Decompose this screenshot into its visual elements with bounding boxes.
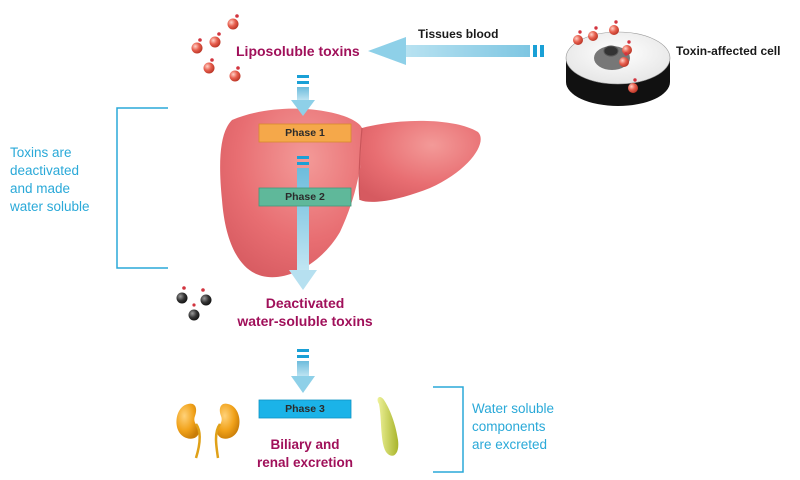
left-bracket [116,107,168,269]
toxin-cell-label: Toxin-affected cell [676,44,781,58]
gallbladder-icon [377,397,399,456]
toxin-molecule-icon [191,38,203,54]
toxin-molecule-icon [619,52,629,67]
toxin-molecule-icon [227,14,239,30]
phase1-label: Phase 1 [285,127,325,139]
left-annotation-line: deactivated [10,163,80,178]
phase3-label: Phase 3 [285,403,325,415]
cell-icon [565,20,671,106]
toxin-molecule-icon [609,20,619,35]
deactivated-molecule-icon [176,286,188,304]
liposoluble-label: Liposoluble toxins [236,43,360,59]
right-annotation: Water soluble components are excreted [472,400,554,454]
left-annotation-line: Toxins are [10,145,72,160]
arrow-to-phase1 [291,75,315,116]
deactivated-line1: Deactivated [265,295,345,311]
tissues-arrow [368,37,544,65]
phase1-box [258,123,352,143]
toxin-molecule-icon [628,78,638,93]
deactivated-molecules-cluster [176,286,212,321]
toxin-molecule-icon [622,40,632,55]
kidney-icon [176,403,201,459]
right-annotation-line: Water soluble [472,401,555,416]
phase2-box [258,187,352,207]
left-annotation-line: and made [10,181,71,196]
right-bracket [433,386,464,473]
right-annotation-line: components [472,419,546,434]
kidney-icon [214,403,240,459]
excretion-line1: Biliary and [270,437,340,452]
tissues-blood-label: Tissues blood [418,27,499,41]
right-annotation-line: are excreted [472,437,548,452]
deactivated-line2: water-soluble toxins [237,313,373,329]
phase2-label: Phase 2 [285,191,325,203]
toxin-molecule-icon [229,66,241,82]
toxin-molecule-icon [588,26,598,41]
excretion-line2: renal excretion [256,455,354,470]
excretion-label: Biliary and renal excretion [237,436,373,472]
deactivated-molecule-icon [200,288,212,306]
left-annotation-line: water soluble [10,199,90,214]
toxin-molecule-icon [203,58,215,74]
arrow-to-phase3 [291,349,315,393]
deactivated-molecule-icon [188,303,200,321]
left-annotation: Toxins are deactivated and made water so… [10,144,90,216]
toxin-molecule-icon [209,32,221,48]
toxin-molecule-icon [573,30,583,45]
toxin-molecules-cluster [191,14,241,82]
phase3-box [258,399,352,419]
deactivated-label: Deactivated water-soluble toxins [225,294,385,330]
